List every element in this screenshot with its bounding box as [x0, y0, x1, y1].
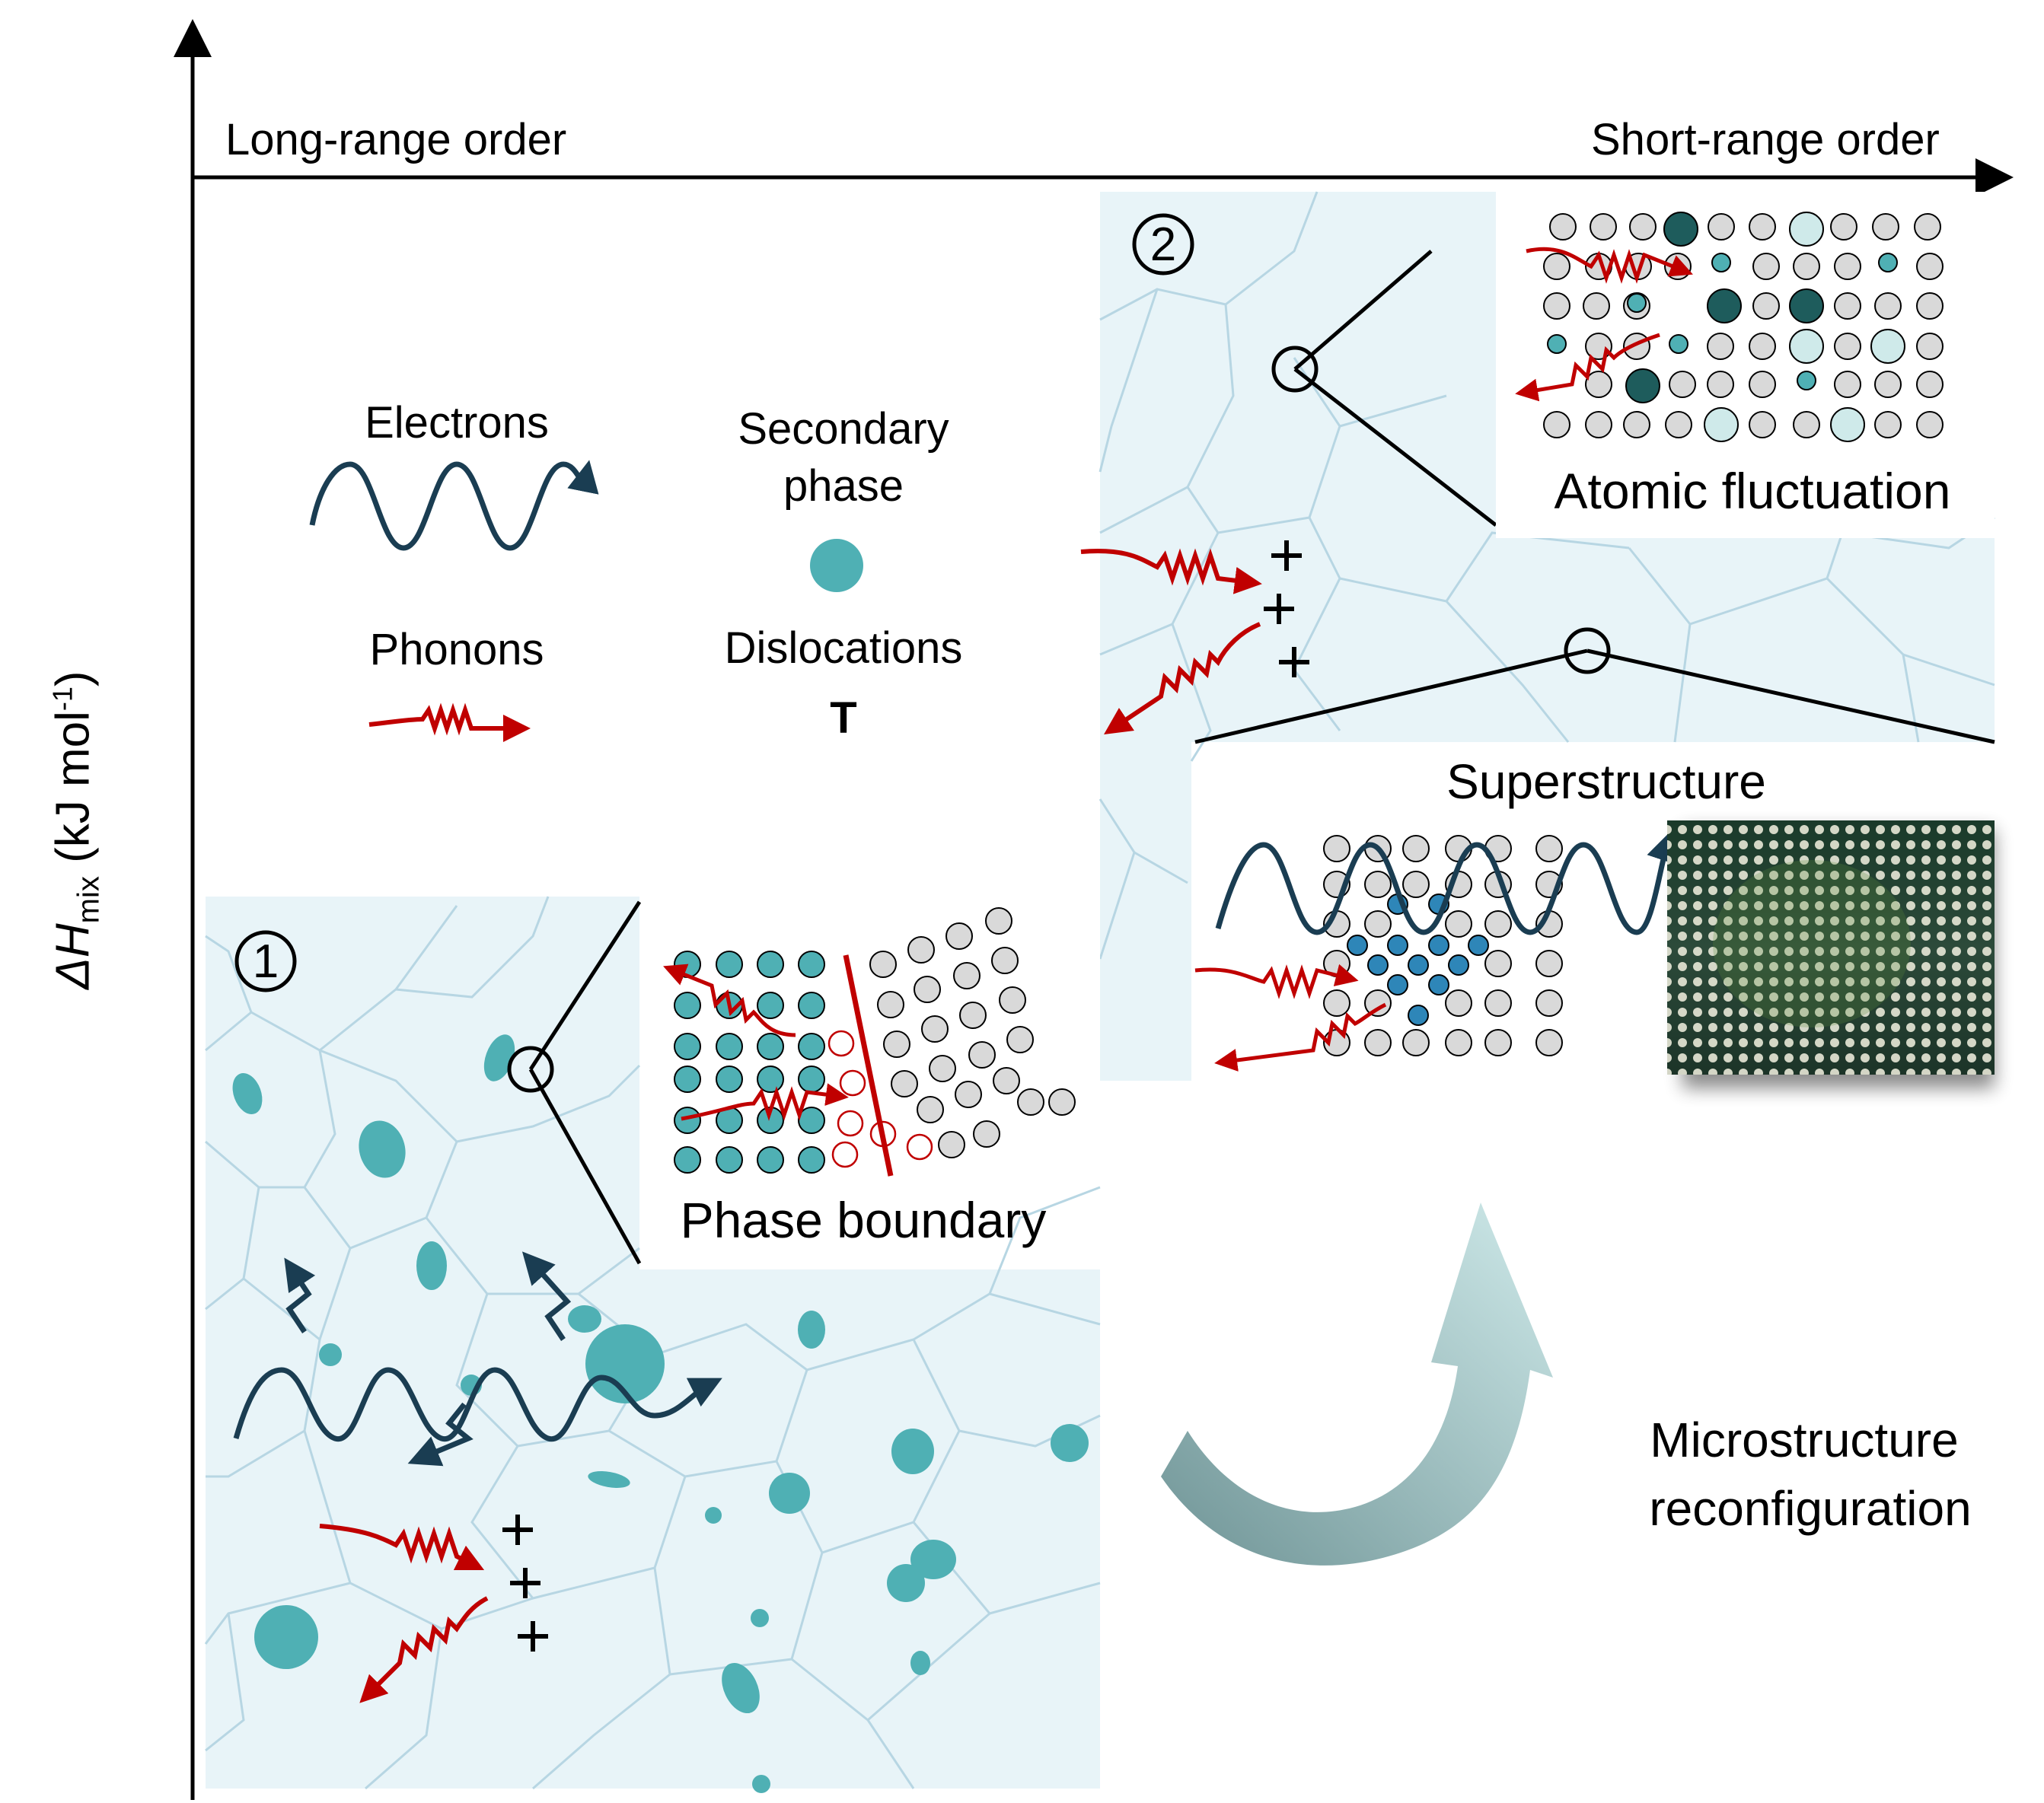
arrow-label-line2: reconfiguration [1649, 1481, 1972, 1536]
y-axis-units-exp: -1 [46, 686, 78, 712]
secondary-phase-particles [232, 1034, 1089, 1793]
legend-dislocation-symbol: T [830, 693, 857, 743]
legend-dislocations-label: Dislocations [724, 623, 963, 673]
electron-legend-wave [309, 460, 599, 551]
phonon-legend-arrow [368, 702, 531, 742]
electron-wave-panel1 [233, 1367, 722, 1442]
arrow-label-line1: Microstructure [1650, 1413, 1959, 1467]
electron-wave-superstructure [1215, 830, 1678, 935]
atomic-fluctuation-label: Atomic fluctuation [1554, 463, 1951, 519]
phase-boundary-label: Phase boundary [680, 1192, 1047, 1248]
secondary-phase-legend-dot [810, 539, 863, 592]
legend-electrons-label: Electrons [365, 398, 549, 448]
legend-secondary-phase-line2: phase [783, 461, 904, 511]
y-axis-units-prefix: (kJ mol [46, 711, 100, 877]
atomic-fluctuation-inset [1496, 192, 1995, 538]
region-1-panel [204, 896, 1101, 1793]
y-axis-label: ΔHmix (kJ mol-1) [46, 671, 106, 989]
legend-phonons-label: Phonons [369, 625, 544, 674]
legend-secondary-phase-line1: Secondary [738, 404, 949, 454]
x-axis-right-label: Short-range order [1591, 115, 1940, 164]
superstructure-label: Superstructure [1446, 754, 1766, 809]
x-axis-left-label: Long-range order [225, 115, 567, 164]
y-axis-subscript: mix [72, 876, 106, 924]
region-1-marker [234, 930, 297, 992]
region-1-number: 1 [252, 935, 279, 988]
phase-boundary-inset [663, 907, 1076, 1177]
y-axis-units-suffix: ) [46, 671, 100, 687]
y-axis-symbol: ΔH [46, 923, 100, 989]
region-2-number: 2 [1150, 218, 1177, 271]
region-2-marker [1132, 213, 1194, 276]
superstructure-inset [1194, 820, 1995, 1088]
microstructure-reconfiguration-arrow [1161, 1203, 1553, 1566]
